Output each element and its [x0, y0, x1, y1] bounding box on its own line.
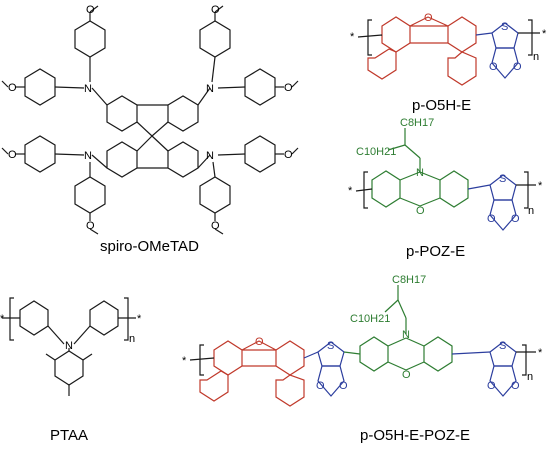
label-p-o5he-poz-e: p-O5H-E-POZ-E — [360, 427, 470, 444]
p-poz-brackets — [355, 171, 536, 209]
p-poz-c10h21: C10H21 — [356, 146, 396, 158]
copoly-n: N — [402, 329, 410, 341]
p-o5he-n: n — [533, 51, 539, 63]
ptaa-star-r: * — [137, 313, 142, 325]
spiro-o-3: O — [8, 82, 17, 94]
spiro-o-2: O — [211, 4, 220, 16]
p-poz-star-r: * — [538, 180, 543, 192]
spiro-n-3: N — [84, 150, 92, 162]
spiro-o-4: O — [284, 82, 293, 94]
label-ptaa: PTAA — [50, 427, 88, 444]
spiro-anisyl-3 — [24, 68, 56, 106]
copoly-o-edot-1b: O — [339, 380, 348, 392]
p-poz-phenoxazine — [371, 128, 469, 208]
spiro-o-6: O — [284, 149, 293, 161]
copoly-dinaphthofuran — [199, 340, 305, 407]
p-poz-s: S — [499, 173, 506, 185]
copoly-star-r: * — [538, 347, 543, 359]
copoly-c8h17: C8H17 — [392, 274, 426, 286]
spiro-anisyl-8 — [199, 176, 231, 214]
spiro-n-1: N — [84, 83, 92, 95]
spiro-ring-tl — [106, 95, 138, 132]
copoly-o-phenoxazine: O — [402, 369, 411, 381]
p-o5he-dinaphthofuran — [367, 16, 477, 86]
p-o5he-edot — [475, 22, 519, 79]
spiro-anisyl-6 — [244, 135, 276, 173]
spiro-anisyl-1 — [74, 20, 106, 58]
ptaa-n: N — [65, 340, 73, 352]
copoly-star-l: * — [182, 355, 187, 367]
spiro-ring-bl — [106, 141, 138, 178]
spiro-ring-br — [167, 141, 199, 178]
p-o5he-o-edot-1: O — [489, 61, 498, 73]
copoly-edot-1 — [303, 341, 345, 397]
p-poz-nsub: n — [528, 205, 534, 217]
label-spiro-ometad: spiro-OMeTAD — [100, 238, 199, 255]
p-o5he-o: O — [424, 12, 433, 24]
p-poz-edot — [467, 174, 517, 231]
ptaa-star-l: * — [0, 313, 5, 325]
p-poz-c8h17: C8H17 — [400, 117, 434, 129]
spiro-o-1: O — [86, 4, 95, 16]
copoly-phenoxazine — [343, 285, 453, 372]
spiro-n-2: N — [206, 83, 214, 95]
spiro-o-5: O — [8, 149, 17, 161]
copoly-o-edot-2a: O — [487, 380, 496, 392]
p-o5he-brackets — [357, 19, 540, 56]
spiro-anisyl-7 — [74, 176, 106, 214]
copoly-o-edot-1a: O — [316, 380, 325, 392]
spiro-anisyl-5 — [24, 135, 56, 173]
copoly-o-edot-2b: O — [511, 380, 520, 392]
copoly-s-2: S — [499, 340, 506, 352]
p-poz-n: N — [416, 167, 424, 179]
copoly-brackets — [189, 344, 536, 376]
spiro-ometad-structure — [1, 5, 299, 235]
p-poz-o-edot-2: O — [511, 213, 520, 225]
p-o5he-star-l: * — [350, 31, 355, 43]
p-o5he-star-r: * — [542, 28, 547, 40]
spiro-o-7: O — [86, 220, 95, 232]
p-poz-star-l: * — [348, 185, 353, 197]
copoly-nsub: n — [527, 371, 533, 383]
spiro-anisyl-2 — [199, 20, 231, 58]
ptaa-structure — [2, 297, 136, 396]
copoly-c10h21: C10H21 — [350, 313, 390, 325]
label-p-poz-e: p-POZ-E — [406, 243, 465, 260]
ptaa-nsub: n — [129, 333, 135, 345]
copoly-o-furan: O — [255, 336, 264, 348]
spiro-o-8: O — [211, 220, 220, 232]
copoly-edot-2 — [451, 341, 517, 397]
p-poz-o: O — [416, 205, 425, 217]
spiro-anisyl-4 — [244, 68, 276, 106]
copoly-s-1: S — [327, 340, 334, 352]
spiro-n-4: N — [206, 150, 214, 162]
spiro-ring-tr — [167, 95, 199, 132]
p-poz-o-edot-1: O — [487, 213, 496, 225]
p-o5he-o-edot-2: O — [513, 61, 522, 73]
p-o5he-s: S — [501, 21, 508, 33]
label-p-o5he: p-O5H-E — [412, 97, 471, 114]
